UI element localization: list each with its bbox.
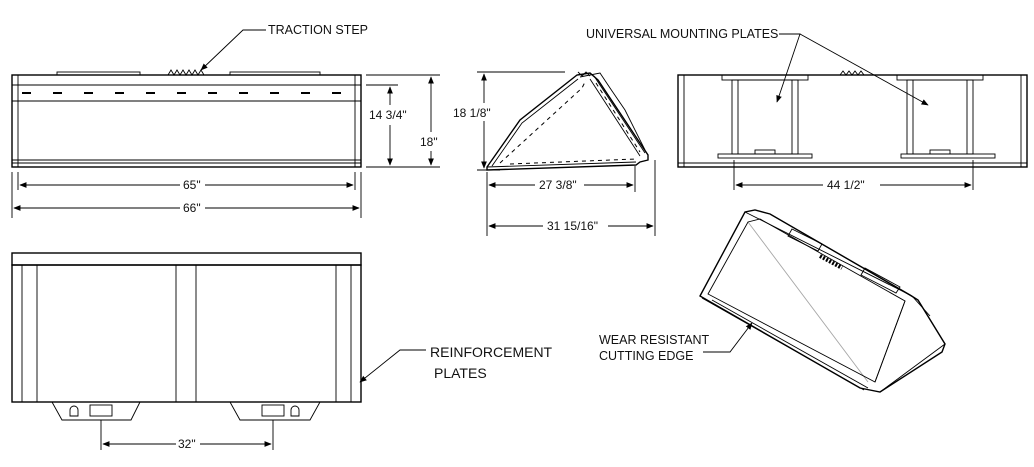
dim-side-height: 18 1/8" <box>453 106 491 120</box>
dim-bottom-span: 32" <box>178 437 196 451</box>
dim-width-inner: 65" <box>183 178 201 192</box>
bottom-view <box>11 252 426 421</box>
dim-height-front: 14 3/4" <box>369 108 407 122</box>
front-dims <box>11 74 440 218</box>
isometric-view <box>699 209 946 393</box>
mounting-plates-label: UNIVERSAL MOUNTING PLATES <box>586 27 778 41</box>
front-view <box>11 29 362 168</box>
dim-side-floor: 27 3/8" <box>539 178 577 192</box>
wear-edge-label-line2: CUTTING EDGE <box>599 349 693 363</box>
wear-edge-label-line1: WEAR RESISTANT <box>599 333 710 347</box>
traction-step-label: TRACTION STEP <box>268 23 368 37</box>
side-dims <box>477 71 656 236</box>
dim-height-total: 18" <box>420 135 438 149</box>
dim-width-outer: 66" <box>183 201 201 215</box>
rear-dims <box>733 160 974 190</box>
dim-side-depth: 31 15/16" <box>547 219 598 233</box>
bottom-dims <box>100 420 274 450</box>
dim-plate-span: 44 1/2" <box>827 178 865 192</box>
reinforcement-label-line1: REINFORCEMENT <box>430 344 553 360</box>
side-view <box>486 71 649 171</box>
reinforcement-label-line2: PLATES <box>434 365 487 381</box>
rear-view <box>677 33 1028 168</box>
